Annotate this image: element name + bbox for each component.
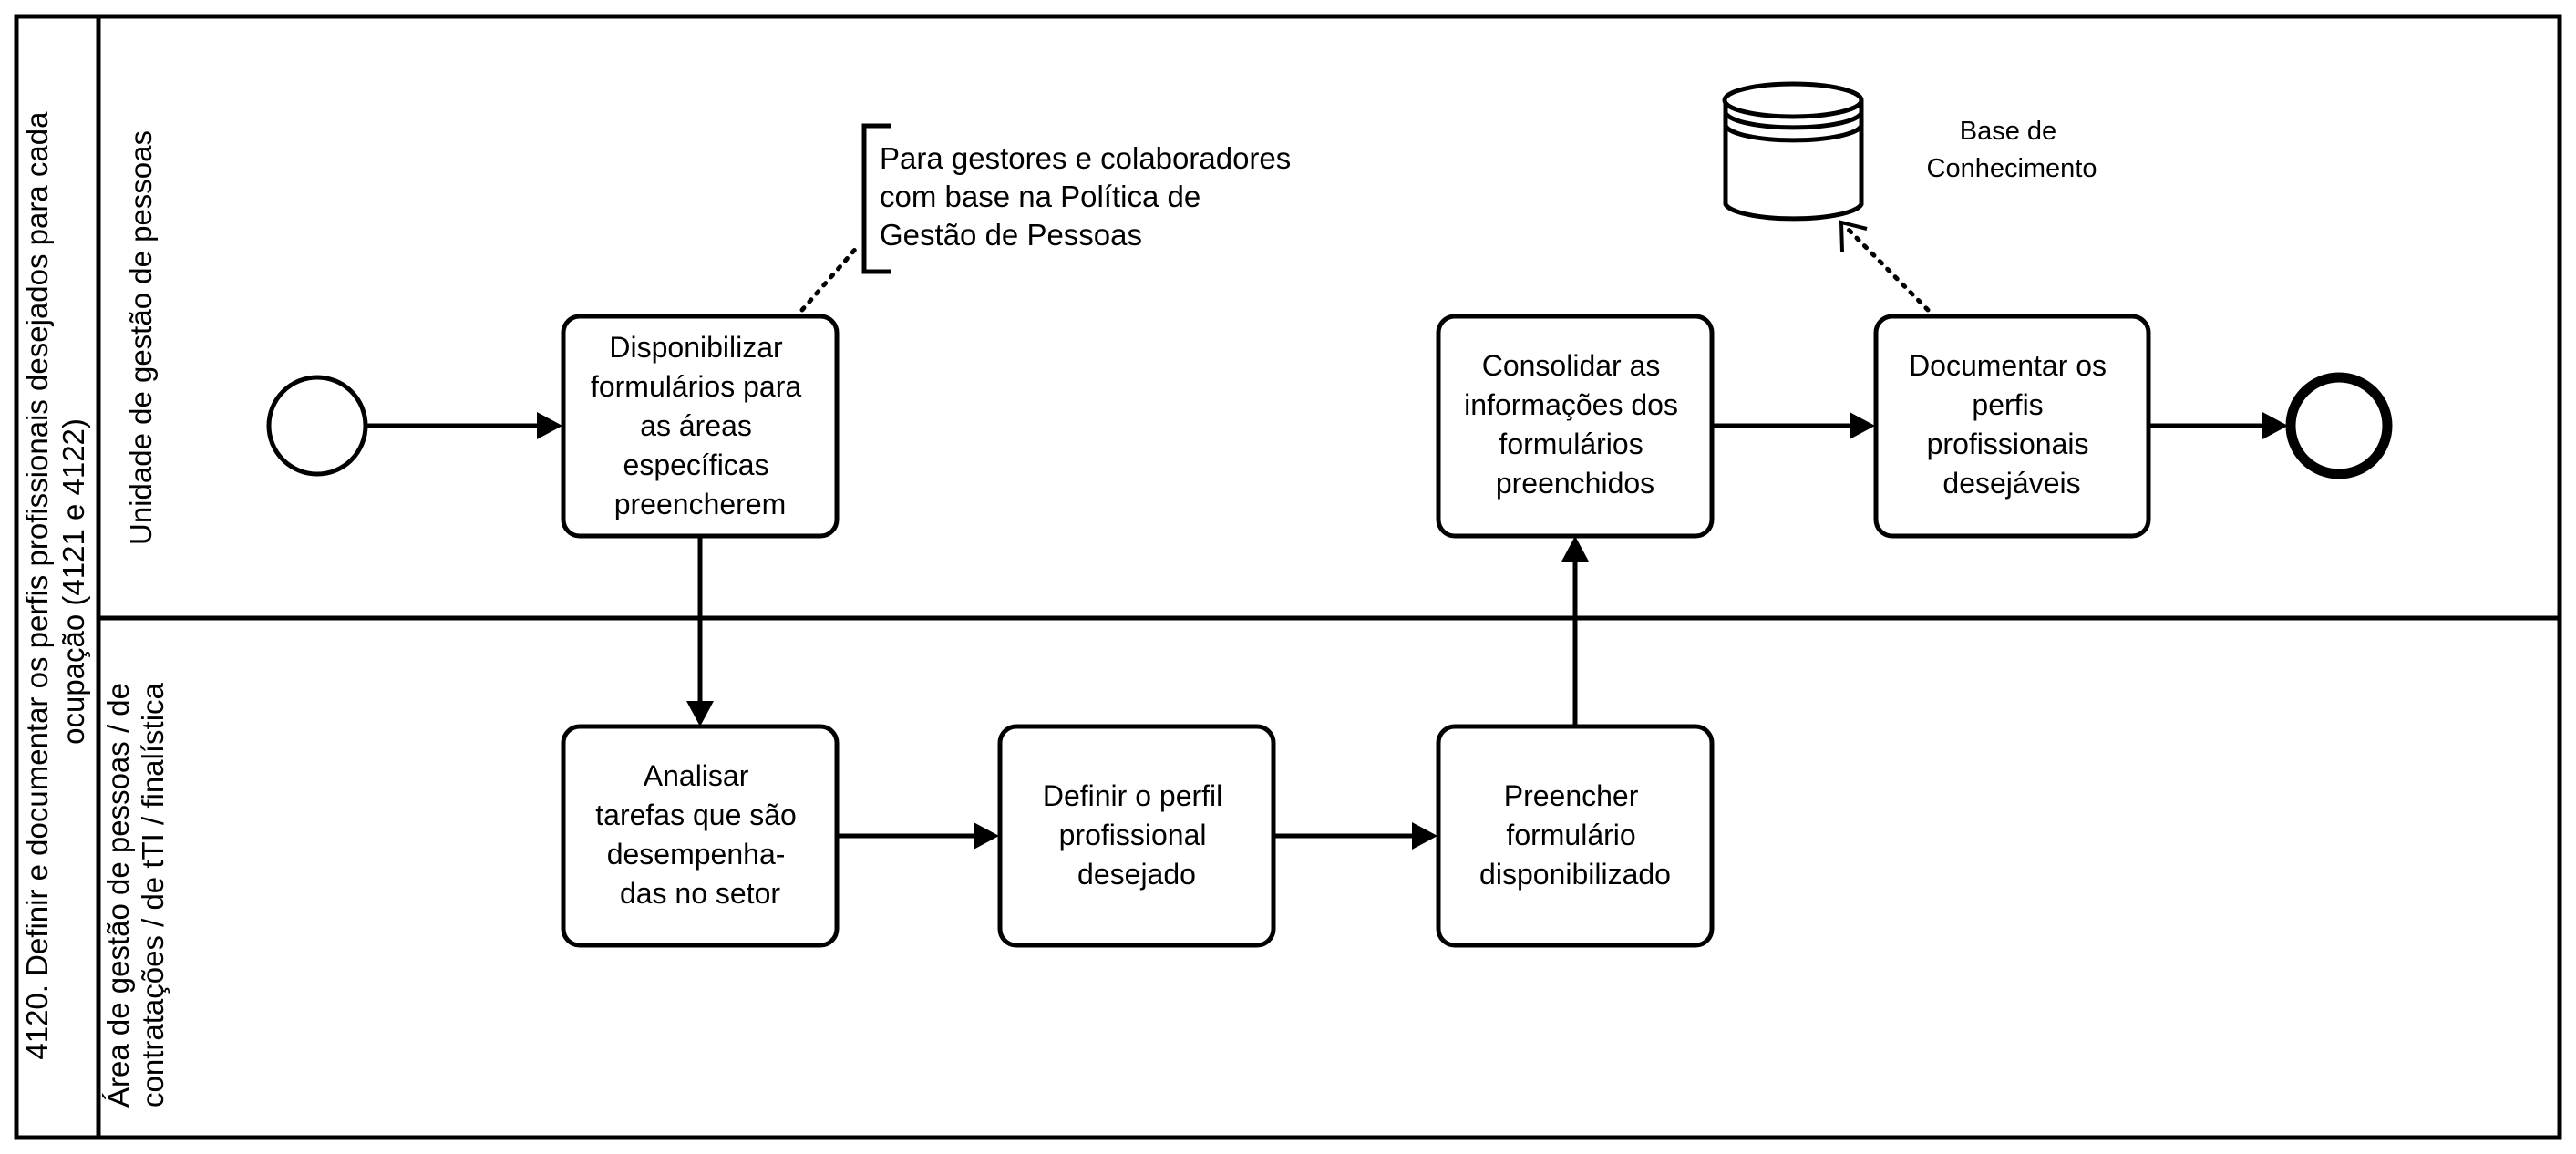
annotation-text: Para gestores e colaboradores com base n… — [880, 141, 1299, 252]
lane-label-unidade-gestao-pessoas: Unidade de gestão de pessoas — [124, 130, 158, 545]
data-store-line: Conhecimento — [1927, 154, 2097, 183]
task-line: desempenha- — [607, 838, 786, 871]
pool-label-line-1: 4120. Definir e documentar os perfis pro… — [20, 111, 54, 1060]
annotation-association — [799, 242, 862, 313]
pool-label-line-2: ocupação (4121 e 4122) — [57, 418, 90, 745]
database-icon-ring-2 — [1723, 124, 1864, 143]
arrowhead-t5-to-t6 — [1850, 412, 1875, 439]
annotation-line: Gestão de Pessoas — [880, 218, 1142, 252]
flow-arrowheads — [537, 412, 2288, 850]
arrowhead-start-to-t1 — [537, 412, 562, 439]
task-line: Consolidar as — [1482, 349, 1661, 382]
task-line: Definir o perfil — [1043, 779, 1222, 812]
data-store-line: Base de — [1960, 117, 2056, 146]
task-line: Disponibilizar — [609, 331, 783, 364]
annotation-line: Para gestores e colaboradores — [880, 141, 1291, 175]
task-line: Analisar — [644, 759, 749, 792]
annotation-line: com base na Política de — [880, 180, 1200, 213]
task-line: perfis — [1972, 388, 2043, 421]
task-line: preenchidos — [1496, 467, 1654, 500]
database-icon-top — [1722, 81, 1864, 119]
lane-1-label-line-1: Unidade de gestão de pessoas — [124, 130, 158, 545]
task-preencher-formulario[interactable]: Preencher formulário disponibilizado — [1436, 724, 1715, 948]
data-store-label: Base de Conhecimento — [1927, 117, 2097, 183]
task-line: preencherem — [614, 488, 787, 520]
task-documentar-perfis[interactable]: Documentar os perfis profissionais desej… — [1873, 314, 2151, 539]
arrowhead-t6-to-end — [2262, 412, 2288, 439]
task-label: Documentar os perfis profissionais desej… — [1909, 349, 2115, 500]
sequence-flows — [366, 423, 2270, 839]
data-association — [1839, 220, 1931, 313]
pool-border — [14, 14, 2562, 1140]
task-line: formulários para — [591, 370, 801, 403]
task-label: Preencher formulário disponibilizado — [1479, 779, 1671, 891]
task-line: formulário — [1506, 819, 1635, 851]
lane-2-label-line-1: Área de gestão de pessoas / de — [101, 683, 135, 1108]
task-line: as áreas — [640, 409, 752, 442]
task-disponibilizar-formularios[interactable]: Disponibilizar formulários para as áreas… — [561, 314, 840, 539]
data-store-base-de-conhecimento[interactable]: Base de Conhecimento — [1722, 81, 2097, 222]
task-line: desejado — [1077, 858, 1196, 891]
task-label: Consolidar as informações dos formulário… — [1464, 349, 1686, 500]
task-line: disponibilizado — [1479, 858, 1671, 891]
task-line: Preencher — [1504, 779, 1639, 812]
lane-2-label-line-2: contratações / de tTI / finalística — [136, 682, 170, 1108]
task-line: profissionais — [1927, 428, 2089, 460]
arrowhead-t3-to-t4 — [1412, 822, 1437, 850]
annotation-bracket — [861, 123, 891, 274]
pool-label: 4120. Definir e documentar os perfis pro… — [20, 103, 90, 1059]
task-line: específicas — [623, 448, 769, 481]
task-definir-perfil[interactable]: Definir o perfil profissional desejado — [997, 724, 1276, 948]
task-label: Disponibilizar formulários para as áreas… — [591, 331, 809, 520]
text-annotation[interactable]: Para gestores e colaboradores com base n… — [799, 123, 1299, 313]
task-line: desejáveis — [1942, 467, 2080, 500]
pool — [14, 14, 2562, 1140]
task-label: Analisar tarefas que são desempenha- das… — [595, 759, 804, 910]
task-label: Definir o perfil profissional desejado — [1043, 779, 1231, 891]
arrowhead-t1-to-t2 — [686, 701, 714, 726]
database-icon — [1723, 100, 1864, 222]
start-event[interactable] — [266, 375, 368, 477]
task-line: informações dos — [1464, 388, 1678, 421]
task-line: das no setor — [620, 877, 780, 910]
task-line: tarefas que são — [595, 799, 797, 831]
task-line: profissional — [1059, 819, 1207, 851]
task-consolidar-informacoes[interactable]: Consolidar as informações dos formulário… — [1436, 314, 1715, 539]
task-line: Documentar os — [1909, 349, 2107, 382]
database-icon-ring-1 — [1723, 111, 1864, 130]
task-line: formulários — [1499, 428, 1643, 460]
data-association-arrowhead — [1839, 220, 1868, 252]
arrowhead-t2-to-t3 — [974, 822, 999, 850]
task-analisar-tarefas[interactable]: Analisar tarefas que são desempenha- das… — [561, 724, 840, 948]
end-event[interactable] — [2285, 372, 2393, 479]
lane-label-area-gestao-pessoas: Área de gestão de pessoas / de contrataç… — [101, 675, 170, 1108]
data-association-line — [1844, 225, 1931, 313]
arrowhead-t4-to-t5 — [1561, 536, 1589, 562]
